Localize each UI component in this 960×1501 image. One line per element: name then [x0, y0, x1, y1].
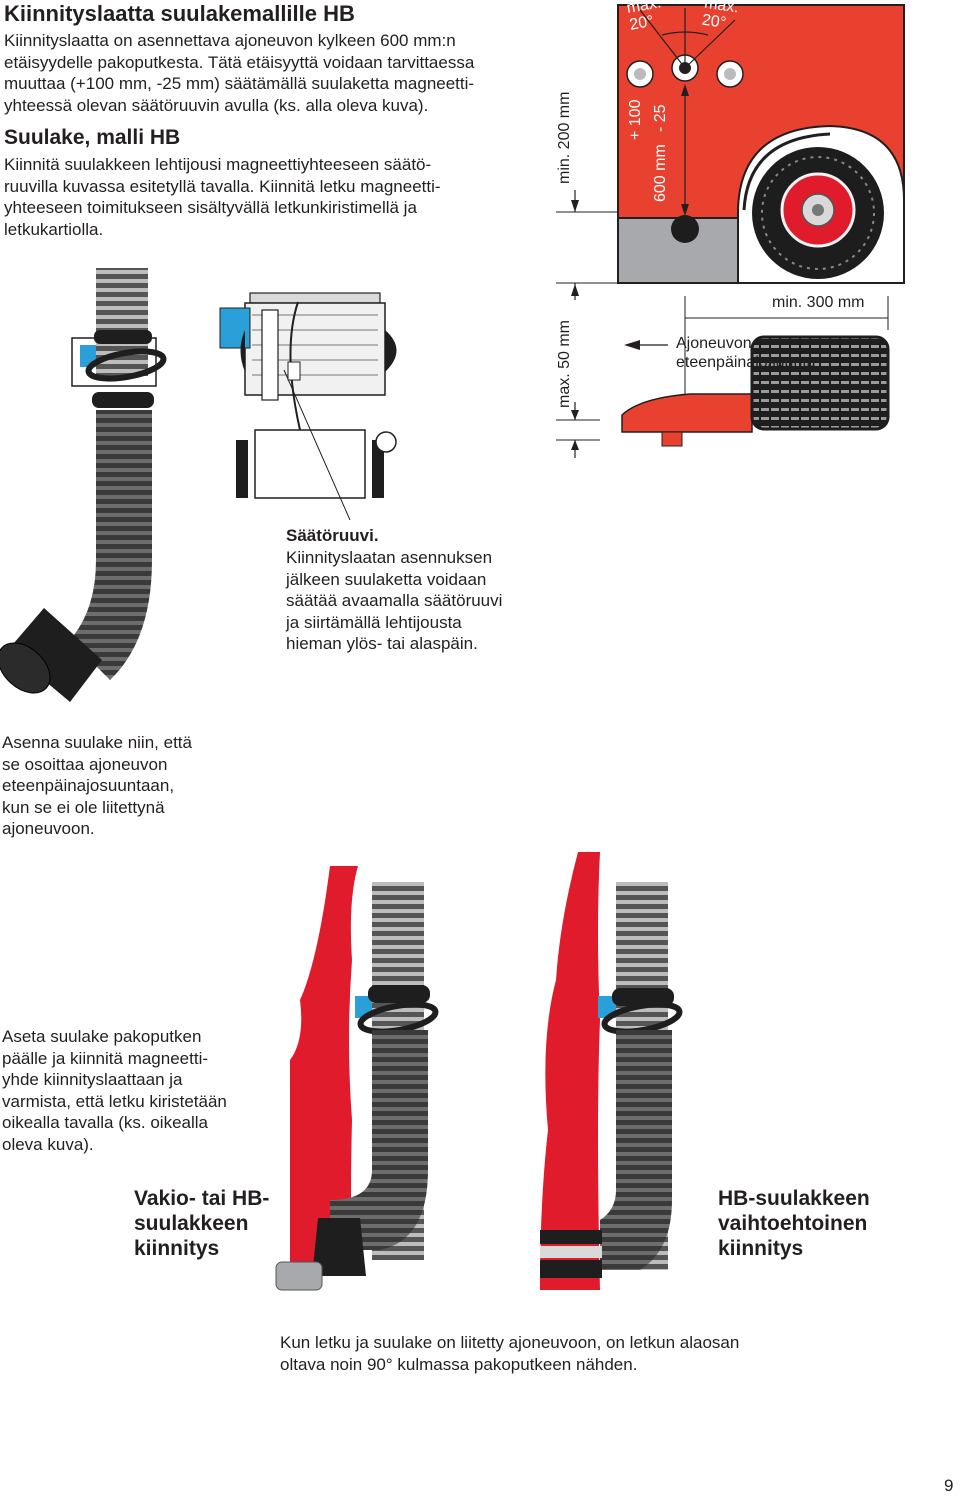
minus-25-label: - 25 [652, 104, 669, 132]
caption-standard: Vakio- tai HB- suulakkeen kiinnitys [134, 1187, 270, 1260]
subheading: Suulake, malli HB [4, 126, 181, 149]
dist-600-label: 600 mm [652, 144, 669, 202]
page-number: 9 [944, 1476, 954, 1495]
intro-paragraph: Kiinnityslaatta on asennettava ajoneuvon… [4, 31, 475, 115]
min-200-dimension [556, 190, 618, 300]
min-200-label: min. 200 mm [556, 91, 573, 184]
max-20-right-label: max. 20° [700, 0, 740, 32]
direction-label: Ajoneuvon eteenpäinajosuunta [676, 335, 816, 371]
instruction-orientation: Asenna suulake niin, että se osoittaa aj… [2, 733, 192, 838]
caption-alternative: HB-suulakkeen vaihtoehtoinen kiinnitys [718, 1187, 870, 1260]
alternative-mount-diagram [540, 852, 683, 1290]
subheading-paragraph: Kiinnitä suulakkeen lehtijousi magneetti… [4, 155, 441, 239]
screw-title: Säätöruuvi. [286, 526, 379, 545]
adjuster-bracket [219, 292, 397, 521]
page-heading: Kiinnityslaatta suulakemallille HB [4, 1, 355, 26]
min-300-label: min. 300 mm [772, 294, 865, 311]
instruction-attach: Aseta suulake pakoputken päälle ja kiinn… [2, 1027, 227, 1154]
bottom-note: Kun letku ja suulake on liitetty ajoneuv… [280, 1333, 740, 1374]
max-20-left-label: max. 20° [625, 0, 663, 34]
max-50-label: max. 50 mm [556, 319, 573, 408]
screw-paragraph: Kiinnityslaatan asennuksen jälkeen suula… [286, 548, 503, 653]
standard-mount-diagram [275, 866, 439, 1291]
truck-side-view [617, 4, 905, 284]
hose-mount-diagram [0, 268, 167, 702]
plus-100-label: + 100 [627, 99, 644, 140]
ground-view [556, 296, 890, 458]
